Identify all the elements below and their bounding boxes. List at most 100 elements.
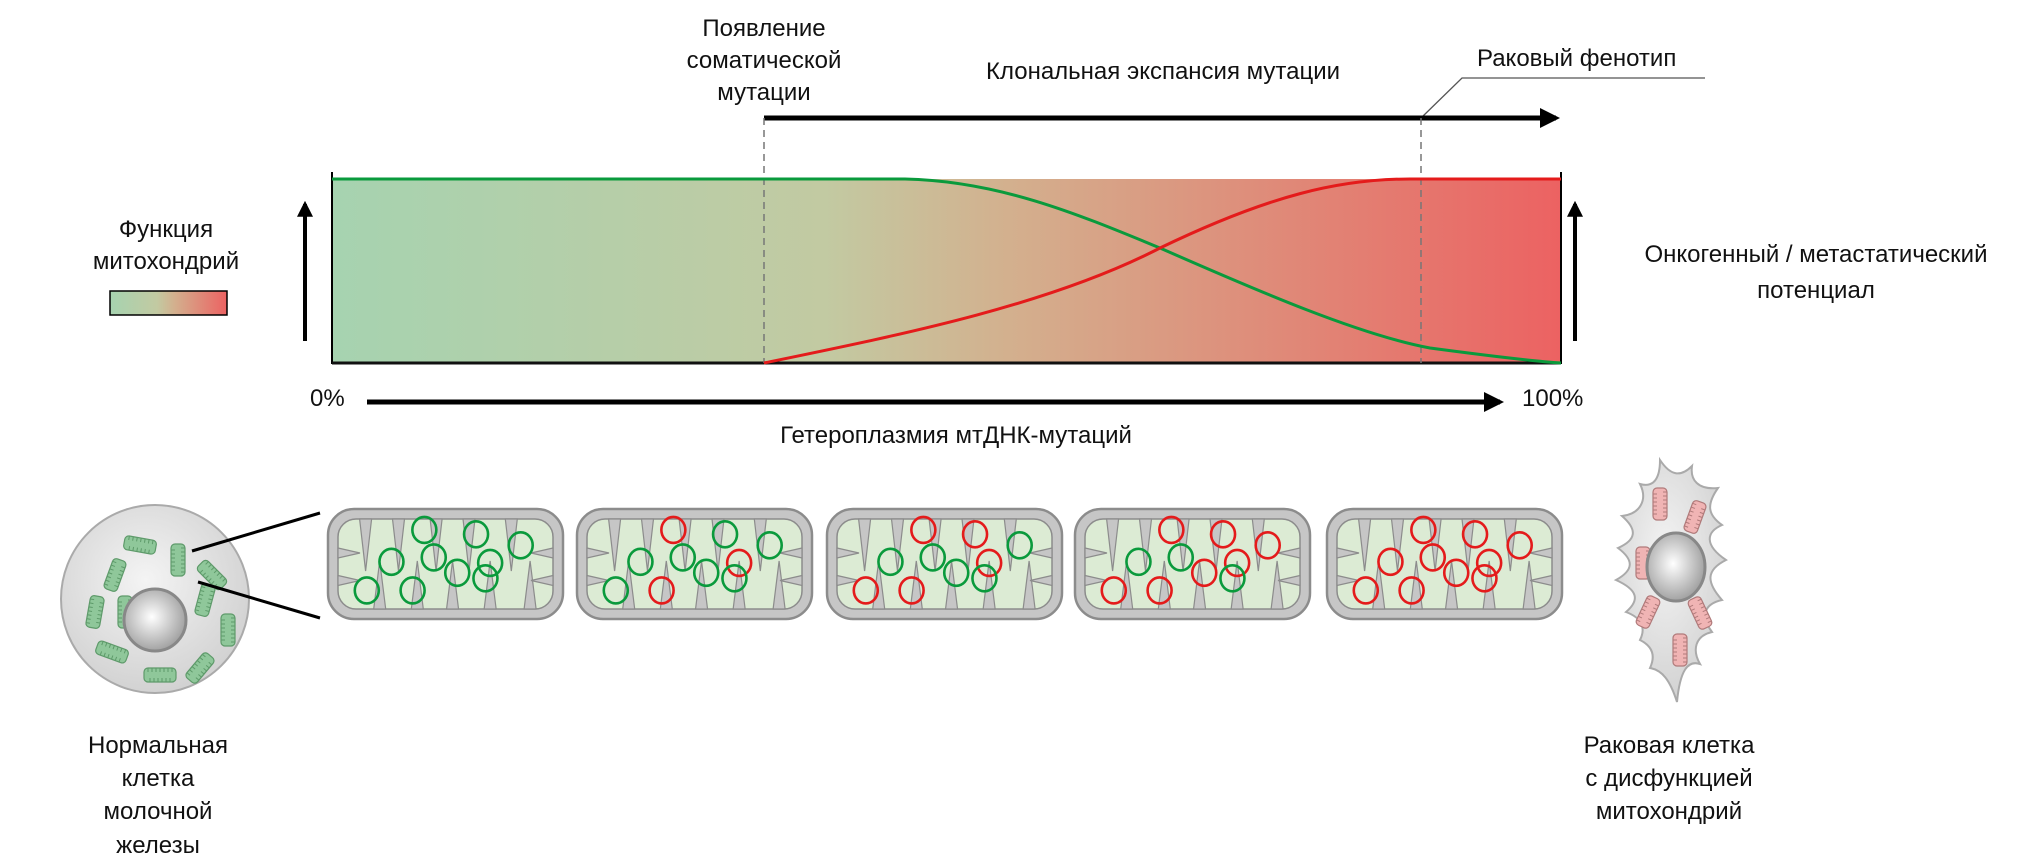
mutant-mtdna-circle (1100, 576, 1128, 605)
healthy-mtdna-circle (756, 530, 784, 560)
cancer-mitochondrion (1683, 500, 1707, 534)
crista (1529, 547, 1553, 559)
somatic-onset-line-2: соматической (687, 47, 842, 74)
crista (909, 560, 923, 610)
function-gradient-band (332, 179, 1561, 363)
normal-cell (60, 504, 250, 694)
normal-mitochondrion (170, 543, 186, 577)
crista (1277, 547, 1301, 559)
crista (523, 560, 537, 610)
healthy-mtdna-circle (1125, 547, 1152, 577)
mitochondria-stages (326, 507, 1564, 621)
mutant-mtdna-circle (1352, 576, 1380, 605)
axis-start-label: 0% (310, 385, 345, 412)
crista (1336, 547, 1360, 559)
mutant-mtdna-circle (910, 515, 937, 545)
mutant-mtdna-circle (648, 576, 675, 605)
crista (857, 518, 872, 572)
mutant-mtdna-circle (1254, 530, 1281, 560)
cancer-mitochondrion (1635, 595, 1661, 629)
mutant-mtdna-circle (961, 519, 989, 549)
normal-mitochondrion (196, 559, 228, 591)
axis-title: Гетероплазмия мтДНК-мутаций (780, 422, 1132, 449)
normal-mitochondrion (103, 558, 127, 592)
crista (1482, 560, 1496, 610)
crista (391, 518, 406, 572)
cancer-phenotype-label: Раковый фенотип (1477, 45, 1676, 72)
normal-mitochondrion (220, 613, 236, 647)
crista (836, 574, 860, 587)
crista (1029, 574, 1053, 587)
crista (1270, 560, 1284, 610)
crista (1022, 560, 1036, 610)
normal-cell-label-line-3: молочной (104, 798, 213, 825)
normal-mitochondrion (95, 640, 129, 664)
mutant-mtdna-circle (898, 576, 925, 605)
crista (640, 518, 655, 572)
healthy-mtdna-circle (721, 563, 748, 593)
healthy-mtdna-circle (711, 519, 739, 549)
somatic-onset-line-3: мутации (717, 79, 810, 106)
somatic-onset-line-1: Появление (702, 15, 825, 42)
crista (779, 547, 803, 559)
healthy-mtdna-circle (1006, 530, 1034, 560)
cancer-cell-label-line-3: митохондрий (1596, 798, 1742, 825)
healthy-mtdna-circle (627, 547, 654, 577)
healthy-mtdna-circle (476, 548, 504, 578)
mutant-mtdna-circle (660, 515, 687, 545)
crista (890, 518, 905, 572)
mitochondrion-stage-4 (1073, 507, 1312, 621)
mutant-mtdna-circle (1223, 548, 1251, 578)
crista (1336, 574, 1360, 587)
healthy-mtdna-circle (420, 543, 448, 572)
healthy-mtdna-circle (443, 558, 471, 588)
healthy-mtdna-circle (919, 543, 947, 572)
normal-mitochondrion (123, 535, 157, 555)
normal-cell-label-line-2: клетка (122, 765, 195, 792)
mutant-mtdna-circle (975, 548, 1003, 578)
crista (483, 560, 497, 610)
healthy-mtdna-circle (1167, 543, 1195, 572)
healthy-mtdna-circle (669, 543, 697, 572)
mutant-mtdna-circle (1506, 530, 1533, 560)
clonal-expansion-label: Клональная экспансия мутации (986, 58, 1340, 85)
crista (982, 560, 996, 610)
mutant-mtdna-circle (1209, 519, 1237, 549)
crista (1084, 574, 1108, 587)
healthy-mtdna-circle (602, 576, 630, 605)
zoom-line-bottom (197, 580, 321, 620)
oncogenic-label-line-2: потенциал (1757, 277, 1875, 304)
crista (1138, 518, 1153, 572)
crista (586, 574, 610, 587)
crista (586, 547, 610, 559)
crista (1529, 574, 1553, 587)
healthy-mtdna-circle (942, 558, 970, 588)
mutant-mtdna-circle (1190, 558, 1218, 588)
axis-end-label: 100% (1522, 385, 1583, 412)
crista (1357, 518, 1372, 572)
crista (772, 560, 786, 610)
crista (836, 547, 860, 559)
crista (1084, 547, 1108, 559)
healthy-mtdna-circle (353, 576, 381, 605)
crista (607, 518, 622, 572)
healthy-mtdna-circle (378, 547, 405, 577)
cancer-cell-nucleus (1645, 531, 1707, 603)
healthy-mtdna-circle (971, 563, 998, 593)
somatic-onset-label: Появление соматической мутации (687, 15, 842, 106)
cancer-mitochondrion (1652, 487, 1668, 521)
mutant-mtdna-circle (1475, 548, 1503, 578)
crista (1105, 518, 1120, 572)
mutant-mtdna-circle (852, 576, 880, 605)
crista (410, 560, 424, 610)
mitochondrial-function-curve (332, 177, 1562, 365)
crista (337, 574, 361, 587)
mutant-mtdna-circle (1419, 543, 1447, 572)
healthy-mtdna-circle (462, 519, 490, 549)
normal-mitochondrion (85, 595, 105, 629)
cancer-mitochondrion (1672, 633, 1688, 667)
normal-cell-label-line-4: железы (116, 832, 200, 859)
oncogenic-label-line-1: Онкогенный / метастатический (1644, 241, 1987, 268)
mito-function-label-line-2: митохондрий (93, 248, 239, 275)
